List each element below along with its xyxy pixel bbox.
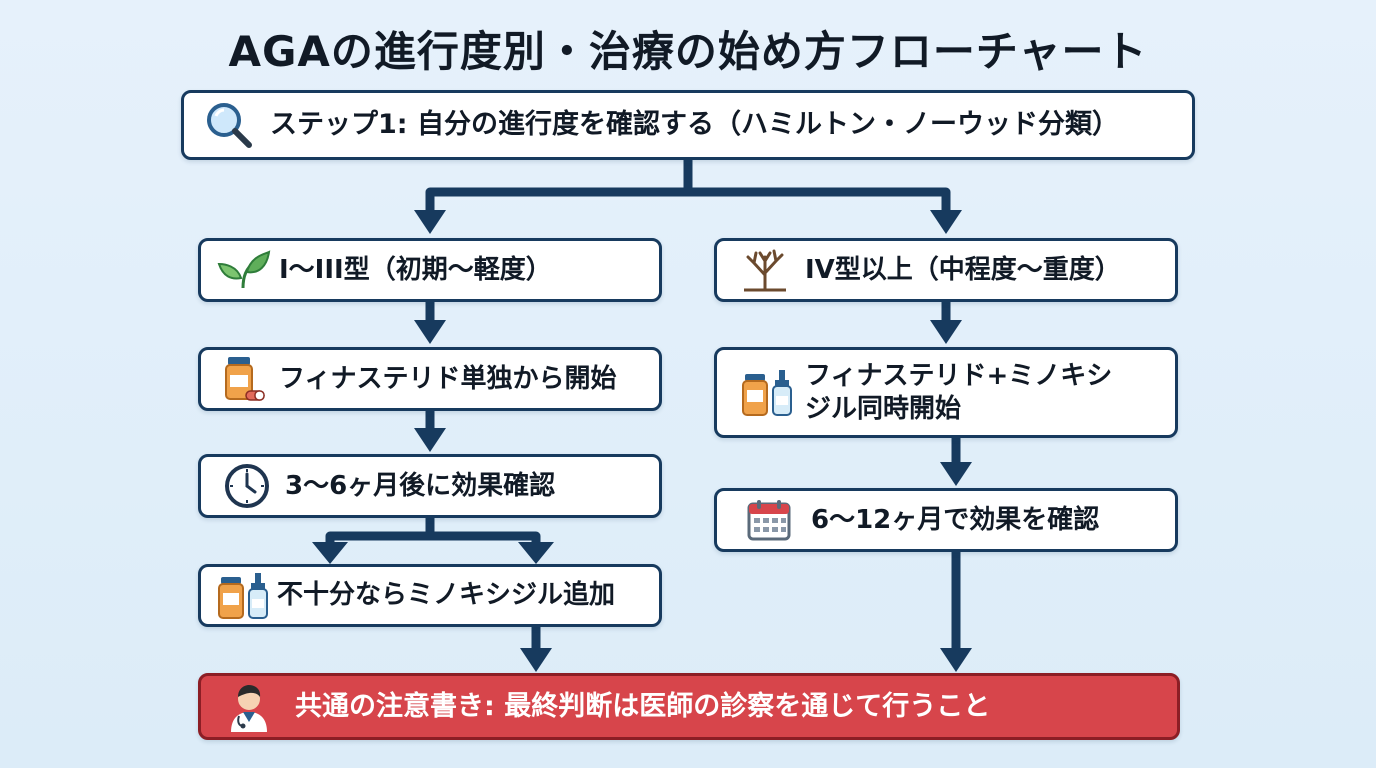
right-stage-label: IV型以上（中程度〜重度）: [805, 254, 1121, 285]
arrowhead: [414, 320, 446, 344]
arrowhead: [930, 320, 962, 344]
step1-label: ステップ1: 自分の進行度を確認する（ハミルトン・ノーウッド分類）: [270, 109, 1119, 141]
arrowhead: [520, 648, 552, 672]
bare-tree-icon: [725, 247, 805, 293]
step1-box: ステップ1: 自分の進行度を確認する（ハミルトン・ノーウッド分類）: [181, 90, 1195, 160]
arrowhead: [518, 542, 554, 564]
right-start-box: フィナステリド+ミノキシジル同時開始: [714, 347, 1178, 438]
left-start-box: フィナステリド単独から開始: [198, 347, 662, 411]
leaf-icon: [209, 250, 279, 290]
right-check-label: 6〜12ヶ月で効果を確認: [811, 504, 1100, 535]
left-start-label: フィナステリド単独から開始: [279, 363, 617, 394]
arrowhead: [940, 648, 972, 672]
calendar-icon: [727, 498, 811, 542]
bottle-dropper-icon: [731, 368, 805, 418]
magnifier-icon: [194, 100, 264, 150]
left-add-box: 不十分ならミノキシジル追加: [198, 564, 662, 627]
left-stage-box: I〜III型（初期〜軽度）: [198, 238, 662, 302]
left-check-label: 3〜6ヶ月後に効果確認: [285, 470, 556, 501]
clock-icon: [209, 462, 285, 510]
pill-bottle-icon: [209, 355, 279, 403]
right-stage-box: IV型以上（中程度〜重度）: [714, 238, 1178, 302]
arrowhead: [414, 428, 446, 452]
connector-step1-split: [425, 160, 693, 215]
arrowhead: [930, 210, 962, 234]
arrowhead: [312, 542, 348, 564]
common-note-label: 共通の注意書き: 最終判断は医師の診察を通じて行うこと: [295, 690, 991, 722]
common-note-box: 共通の注意書き: 最終判断は医師の診察を通じて行うこと: [198, 673, 1180, 740]
arrowhead: [414, 210, 446, 234]
page-title: AGAの進行度別・治療の始め方フローチャート: [228, 27, 1148, 76]
left-stage-label: I〜III型（初期〜軽度）: [279, 254, 552, 285]
right-check-box: 6〜12ヶ月で効果を確認: [714, 488, 1178, 552]
doctor-icon: [213, 682, 285, 732]
left-check-box: 3〜6ヶ月後に効果確認: [198, 454, 662, 518]
bottle-dropper-icon: [211, 571, 277, 621]
right-start-label: フィナステリド+ミノキシジル同時開始: [805, 361, 1113, 424]
arrowhead: [940, 462, 972, 486]
connector-step1-right: [688, 187, 951, 215]
left-add-label: 不十分ならミノキシジル追加: [277, 580, 616, 611]
